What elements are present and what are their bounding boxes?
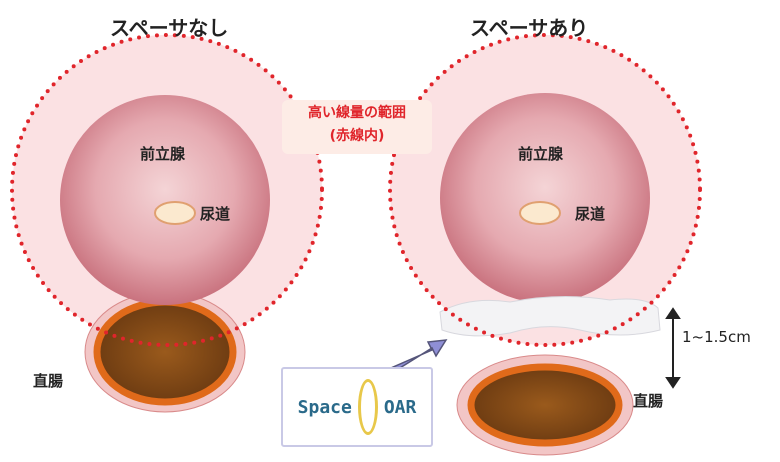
title-with-spacer: スペーサあり — [470, 16, 589, 40]
urethra-right — [519, 201, 561, 225]
rectum-label-right: 直腸 — [633, 392, 664, 410]
title-without-spacer: スペーサなし — [110, 16, 229, 40]
logo-text-right: OAR — [383, 396, 417, 418]
logo-text-left: Space — [297, 396, 352, 418]
distance-label: 1~1.5cm — [682, 328, 751, 346]
dose-range-callout: 高い線量の範囲 (赤線内) — [282, 100, 432, 154]
logo-spacer-icon — [357, 379, 378, 435]
distance-arrow-icon — [665, 307, 681, 389]
spaceoar-logo: Space OAR — [281, 367, 433, 447]
callout-line2: (赤線内) — [329, 128, 385, 144]
rectum-label-left: 直腸 — [33, 372, 64, 390]
rectum-right — [467, 363, 623, 447]
dose-line-left — [10, 33, 324, 347]
prostate-label-left: 前立腺 — [140, 145, 186, 163]
callout-line1: 高い線量の範囲 — [308, 105, 406, 121]
urethra-label-left: 尿道 — [200, 205, 231, 223]
prostate-label-right: 前立腺 — [518, 145, 564, 163]
prostate-right — [440, 93, 650, 303]
dose-line-right — [388, 33, 702, 347]
urethra-label-right: 尿道 — [575, 205, 606, 223]
spacer-gel — [439, 295, 661, 337]
urethra-left — [154, 201, 196, 225]
rectum-left — [93, 298, 237, 406]
prostate-left — [60, 95, 270, 305]
